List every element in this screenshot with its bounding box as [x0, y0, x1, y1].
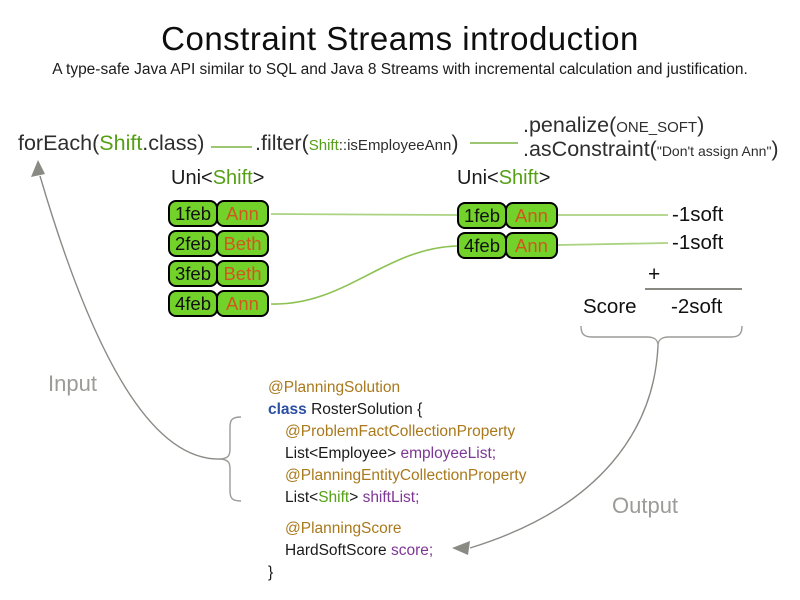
filter-method-text: ::isEmployeeAnn [338, 137, 452, 154]
code-line: List<Shift> shiftList; [268, 487, 526, 509]
table-row: 1feb Ann [168, 200, 269, 227]
input-arrowhead-icon [31, 160, 45, 177]
shift-date-cell: 4feb [168, 290, 218, 317]
code-line: @ProblemFactCollectionProperty [268, 421, 526, 443]
uni-post-text: > [538, 167, 551, 189]
shift-employee-cell: Beth [216, 260, 269, 287]
table-row: 4feb Ann [168, 290, 269, 317]
shift-employee-cell: Ann [505, 232, 558, 259]
filtered-stream-label: Uni<Shift> [457, 167, 550, 190]
filter-type-text: Shift [308, 137, 339, 154]
input-brace [220, 416, 242, 502]
code-line: @PlanningEntityCollectionProperty [268, 465, 526, 487]
uni-type-text: Shift [212, 167, 253, 189]
foreach-post-text: .class) [142, 131, 205, 155]
page-subtitle: A type-safe Java API similar to SQL and … [52, 61, 748, 78]
problem-fact-annotation: @ProblemFactCollectionProperty [285, 423, 516, 440]
uni-pre-text: Uni< [171, 167, 213, 189]
penalty-label-1: -1soft [672, 203, 724, 226]
filter-pre-text: .filter( [255, 131, 309, 155]
table-row: 2feb Beth [168, 230, 269, 257]
asconstraint-expression: .asConstraint("Don't assign Ann") [523, 137, 779, 162]
shift-employee-cell: Ann [216, 200, 269, 227]
code-line: List<Employee> employeeList; [268, 443, 526, 465]
penalty-link-2 [557, 242, 669, 246]
planning-solution-annotation: @PlanningSolution [268, 379, 401, 396]
planning-entity-annotation: @PlanningEntityCollectionProperty [285, 467, 527, 484]
stream-link-row4 [270, 245, 458, 305]
table-row: 3feb Beth [168, 260, 269, 287]
shift-list-mid: > [349, 489, 363, 506]
shift-employee-cell: Beth [216, 230, 269, 257]
score-field: score; [390, 542, 434, 559]
code-line: class RosterSolution { [268, 399, 526, 421]
output-arrow-curve [469, 345, 659, 549]
code-line: HardSoftScore score; [268, 540, 526, 562]
penalize-expression: .penalize(ONE_SOFT) [523, 113, 704, 138]
asconstraint-arg-text: "Don't assign Ann" [656, 143, 772, 159]
uni-type-text: Shift [498, 167, 539, 189]
code-blank-line [268, 509, 526, 518]
uni-pre-text: Uni< [457, 167, 499, 189]
page-title: Constraint Streams introduction [161, 20, 639, 57]
shift-date-cell: 1feb [168, 200, 218, 227]
shift-date-cell: 4feb [457, 232, 507, 259]
input-stream-label: Uni<Shift> [171, 167, 264, 190]
table-row: 4feb Ann [457, 232, 558, 259]
shift-type: Shift [318, 489, 350, 506]
filter-expression: .filter(Shift::isEmployeeAnn) [255, 131, 459, 156]
filtered-stream-table: 1feb Ann 4feb Ann [457, 202, 558, 259]
employee-list-type: List<Employee> [285, 445, 401, 462]
foreach-pre-text: forEach( [18, 131, 100, 155]
foreach-expression: forEach(Shift.class) [18, 131, 204, 156]
penalize-pre-text: .penalize( [523, 113, 617, 137]
code-line: @PlanningSolution [268, 377, 526, 399]
output-arrowhead-icon [452, 541, 470, 555]
penalty-label-2: -1soft [672, 231, 724, 254]
code-line: @PlanningScore [268, 518, 526, 540]
score-brace [580, 325, 743, 347]
class-keyword: class [268, 401, 307, 418]
stream-link-row1 [270, 213, 458, 216]
uni-post-text: > [252, 167, 265, 189]
employee-list-field: employeeList; [400, 445, 497, 462]
foreach-type-text: Shift [99, 131, 143, 155]
table-row: 1feb Ann [457, 202, 558, 229]
shift-employee-cell: Ann [216, 290, 269, 317]
shift-employee-cell: Ann [505, 202, 558, 229]
plus-sign: + [648, 263, 661, 286]
input-label: Input [48, 371, 97, 396]
score-total: -2soft [671, 295, 723, 318]
asconstraint-post-text: ) [771, 137, 779, 161]
score-field-type: HardSoftScore [285, 542, 391, 559]
shift-list-pre: List< [285, 489, 319, 506]
roster-solution-code: @PlanningSolution class RosterSolution {… [268, 377, 526, 584]
planning-score-annotation: @PlanningScore [285, 520, 402, 537]
shift-list-field: shiftList; [362, 489, 420, 506]
input-stream-table: 1feb Ann 2feb Beth 3feb Beth 4feb Ann [168, 200, 269, 317]
shift-date-cell: 1feb [457, 202, 507, 229]
shift-date-cell: 2feb [168, 230, 218, 257]
output-label: Output [612, 493, 679, 518]
asconstraint-pre-text: .asConstraint( [523, 137, 657, 161]
input-arrow-curve [39, 175, 223, 460]
score-label: Score [583, 295, 637, 318]
penalize-post-text: ) [697, 113, 705, 137]
class-declaration: RosterSolution { [306, 401, 423, 418]
code-line: } [268, 562, 526, 584]
penalize-arg-text: ONE_SOFT [616, 119, 698, 136]
shift-date-cell: 3feb [168, 260, 218, 287]
filter-post-text: ) [451, 131, 459, 155]
closing-brace: } [268, 564, 274, 581]
